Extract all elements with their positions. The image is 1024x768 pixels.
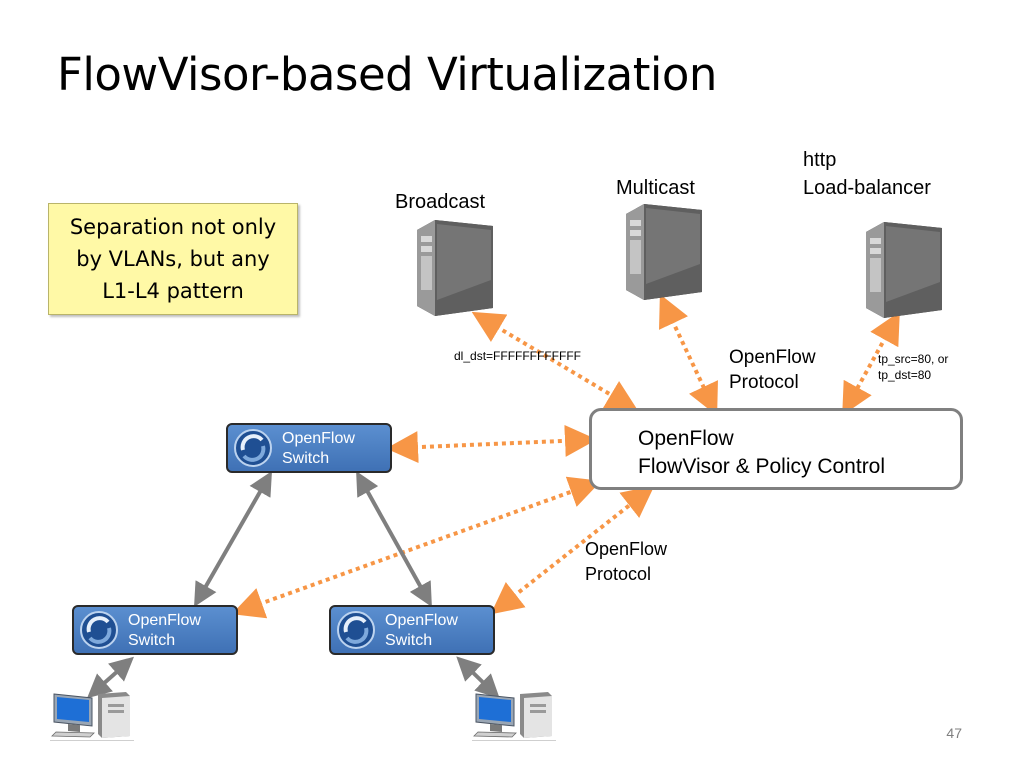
protocol-upper-line2: Protocol <box>729 372 799 393</box>
broadcast-match-label: dl_dst=FFFFFFFFFFFF <box>454 349 581 363</box>
separation-note: Separation not only by VLANs, but any L1… <box>48 203 298 315</box>
protocol-upper-line1: OpenFlow <box>729 347 816 368</box>
openflow-switch-top: OpenFlow Switch <box>226 423 392 473</box>
openflow-switch-right: OpenFlow Switch <box>329 605 495 655</box>
http-match-line2: tp_dst=80 <box>878 368 932 382</box>
openflow-link-switch-top <box>386 424 597 464</box>
broadcast-label: Broadcast <box>395 191 486 213</box>
switch-right-label: OpenFlow Switch <box>385 611 458 651</box>
switch-right-line2: Switch <box>385 632 433 649</box>
switch-right-line1: OpenFlow <box>385 612 458 629</box>
protocol-lower-line2: Protocol <box>585 564 652 584</box>
protocol-lower-line1: OpenFlow <box>585 539 668 559</box>
openflow-protocol-upper-label: OpenFlow Protocol <box>729 345 816 395</box>
controller-line1: OpenFlow <box>638 427 734 450</box>
openflow-link-switch-left <box>231 476 602 619</box>
http-label: http Load-balancer <box>803 146 931 202</box>
switch-left-label: OpenFlow Switch <box>128 611 201 651</box>
host-computer-right-icon <box>472 692 556 741</box>
switch-icon <box>234 429 272 467</box>
physical-link-top-right <box>356 471 432 607</box>
page-number: 47 <box>946 725 962 741</box>
slide-title: FlowVisor-based Virtualization <box>57 48 717 101</box>
physical-link-top-left <box>194 471 272 607</box>
switch-icon <box>80 611 118 649</box>
http-label-line2: Load-balancer <box>803 177 931 199</box>
switch-left-line1: OpenFlow <box>128 612 201 629</box>
controller-label: OpenFlow FlowVisor & Policy Control <box>638 425 885 481</box>
multicast-server-icon <box>626 204 702 300</box>
switch-top-line2: Switch <box>282 450 330 467</box>
http-match-line1: tp_src=80, or <box>878 352 949 366</box>
switch-left-line2: Switch <box>128 632 176 649</box>
switch-top-label: OpenFlow Switch <box>282 429 355 469</box>
multicast-label: Multicast <box>616 177 695 199</box>
http-server-icon <box>866 222 942 318</box>
broadcast-server-icon <box>417 220 493 316</box>
controller-line2: FlowVisor & Policy Control <box>638 455 886 478</box>
http-label-line1: http <box>803 149 837 171</box>
openflow-link-multicast <box>659 294 718 416</box>
physical-link-left-host <box>87 656 134 699</box>
flowvisor-controller: OpenFlow FlowVisor & Policy Control <box>589 408 963 490</box>
openflow-link-switch-right <box>490 485 655 615</box>
http-match-label: tp_src=80, or tp_dst=80 <box>878 351 948 383</box>
openflow-switch-left: OpenFlow Switch <box>72 605 238 655</box>
switch-top-line1: OpenFlow <box>282 430 355 447</box>
switch-icon <box>337 611 375 649</box>
separation-note-text: Separation not only by VLANs, but any L1… <box>69 215 277 303</box>
physical-link-right-host <box>456 656 500 699</box>
host-computer-left-icon <box>50 692 134 741</box>
openflow-protocol-lower-label: OpenFlow Protocol <box>585 537 667 587</box>
